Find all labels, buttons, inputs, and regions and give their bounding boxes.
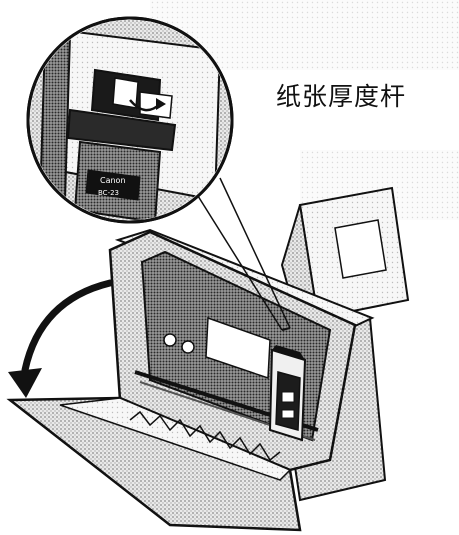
open-direction-arrow — [8, 283, 110, 398]
cartridge-holder — [270, 345, 305, 440]
cartridge-brand: Canon — [100, 176, 126, 185]
cartridge-model: BC-23 — [98, 189, 119, 197]
ink-cartridge: Canon BC-23 — [75, 142, 160, 222]
paper-thickness-lever-label: 纸张厚度杆 — [276, 77, 406, 113]
magnifier-lens: Canon BC-23 — [28, 18, 232, 222]
